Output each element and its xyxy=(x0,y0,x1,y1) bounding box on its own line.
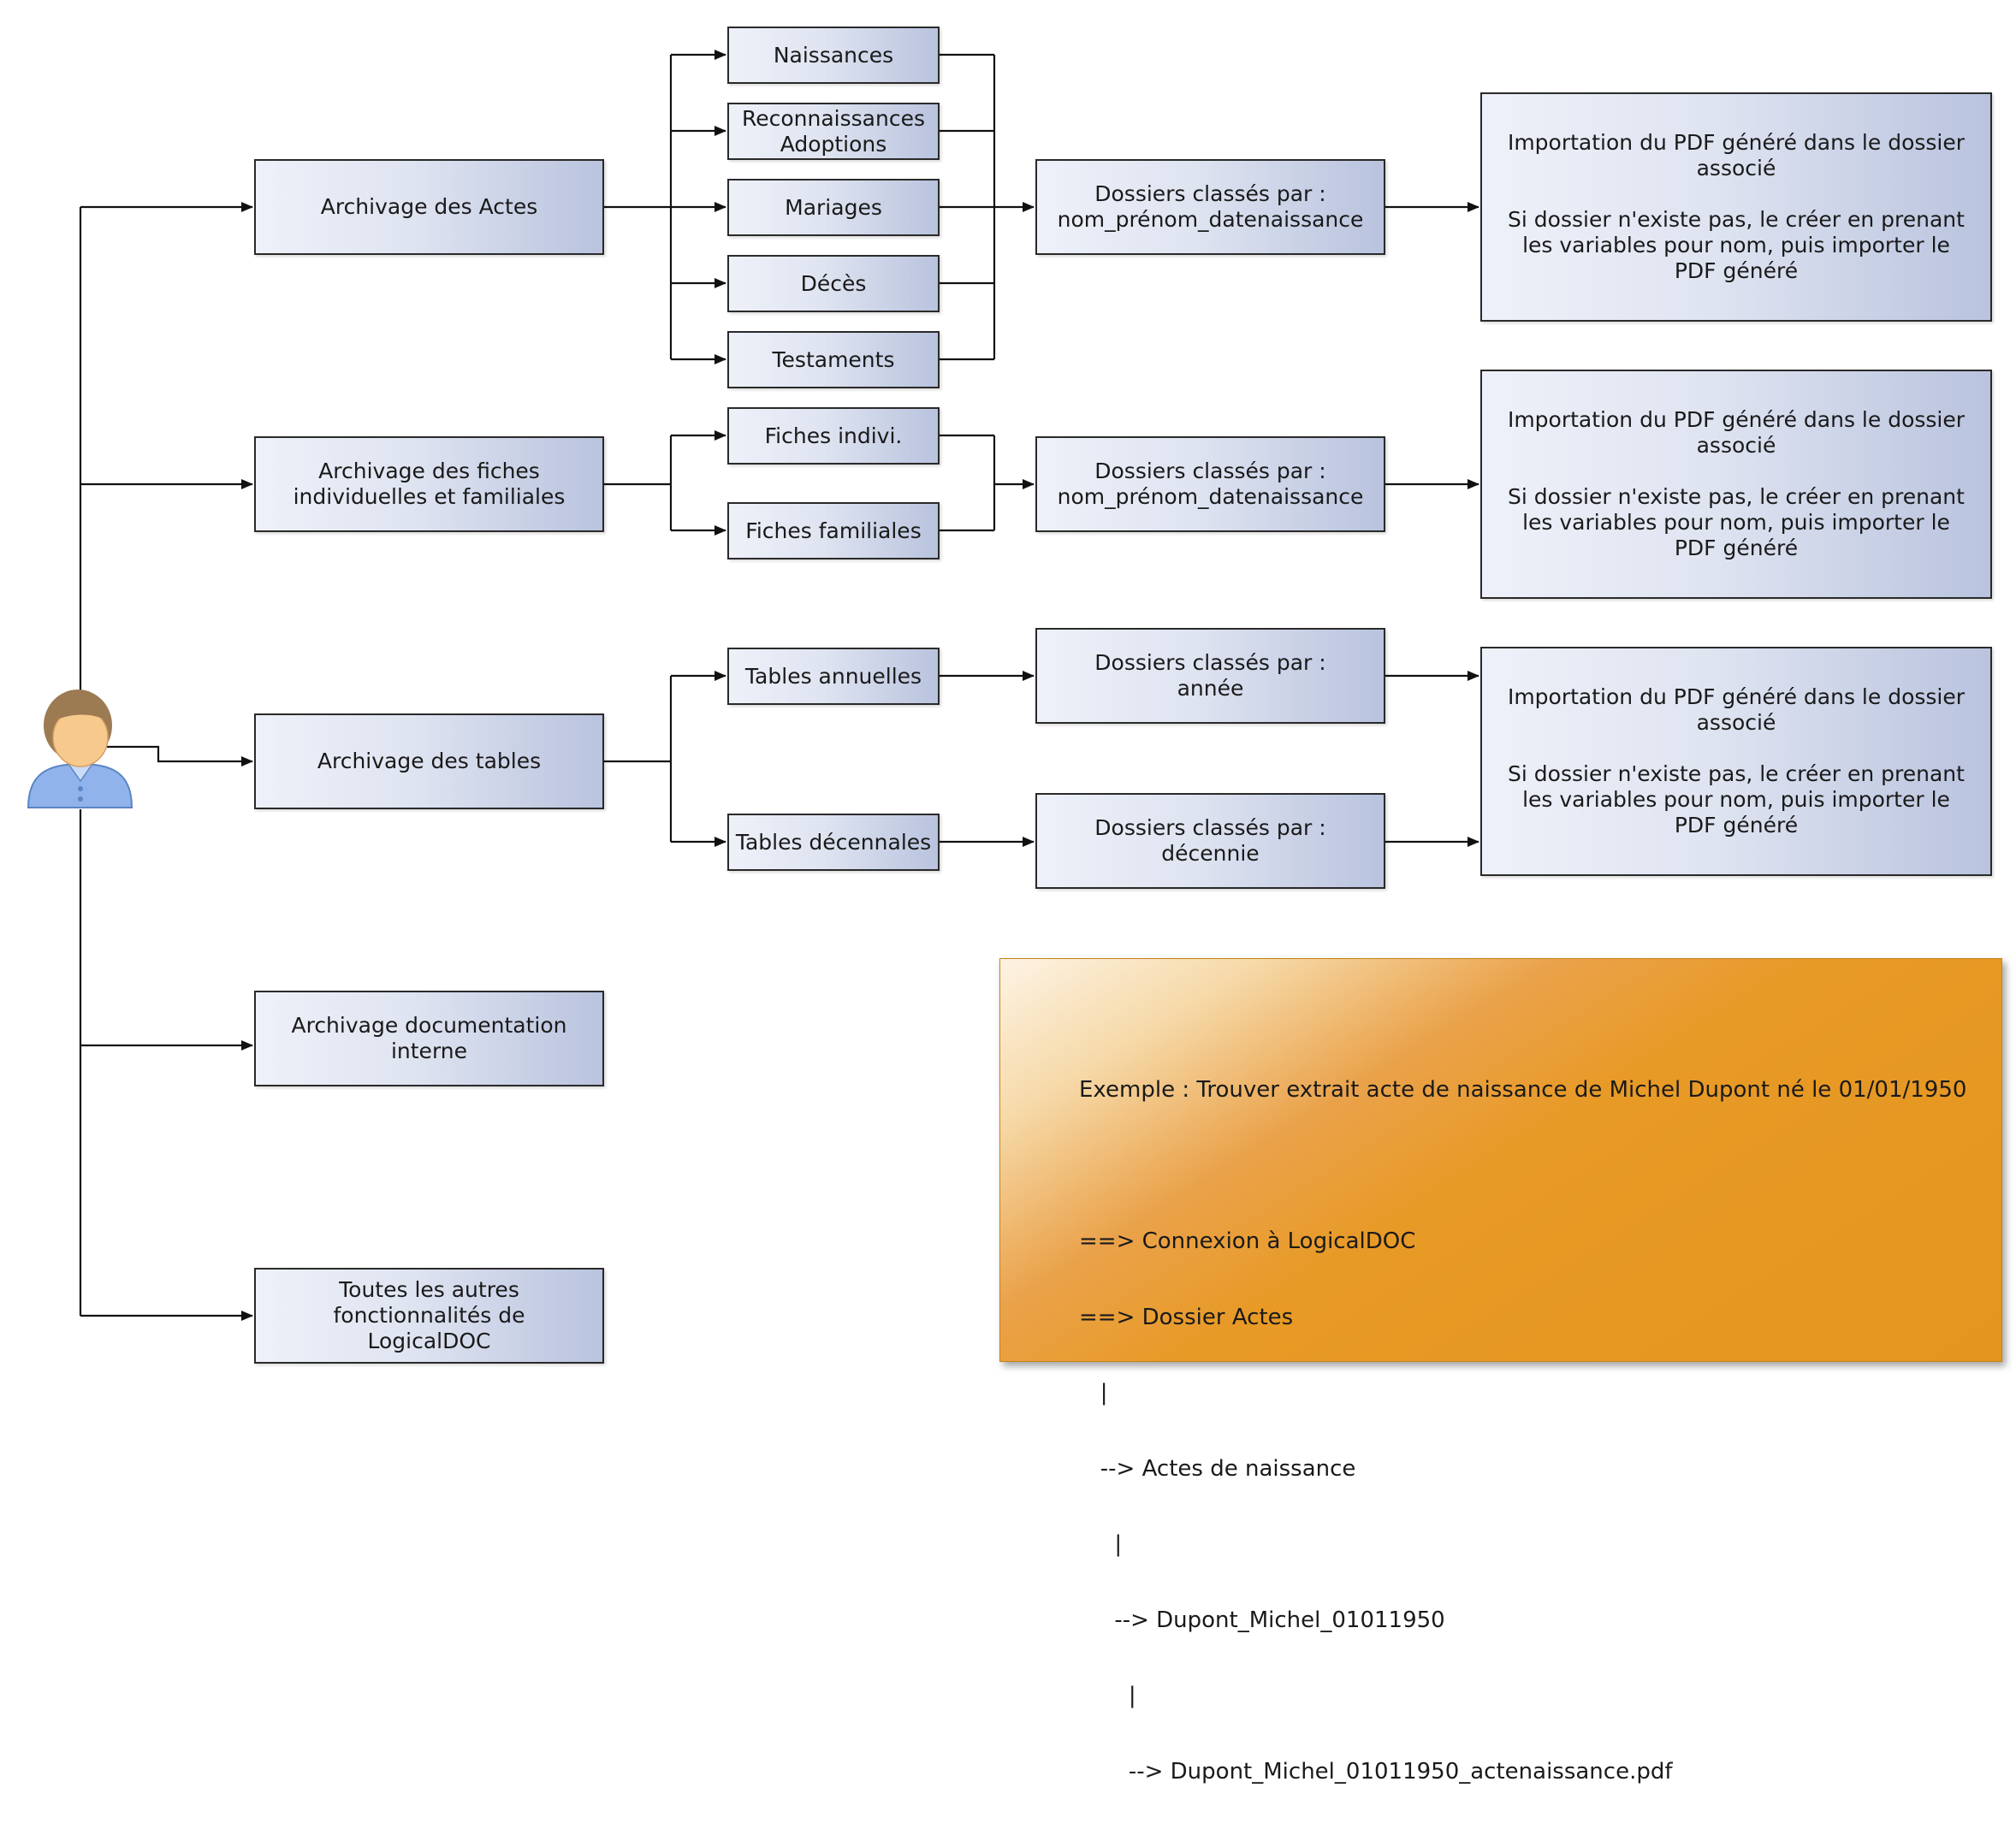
folder-tables-annuelles: Dossiers classés par : année xyxy=(1035,628,1385,724)
type-testaments: Testaments xyxy=(727,331,940,388)
type-mariages: Mariages xyxy=(727,179,940,236)
category-tables: Archivage des tables xyxy=(254,713,604,809)
folder-actes: Dossiers classés par : nom_prénom_datena… xyxy=(1035,159,1385,255)
type-tables-annuelles: Tables annuelles xyxy=(727,648,940,705)
note-line: | xyxy=(1079,1380,1108,1406)
note-line: | xyxy=(1079,1683,1136,1708)
example-note: Exemple : Trouver extrait acte de naissa… xyxy=(999,958,2002,1784)
category-documentation: Archivage documentation interne xyxy=(254,991,604,1086)
category-actes: Archivage des Actes xyxy=(254,159,604,255)
import-actes: Importation du PDF généré dans le dossie… xyxy=(1480,92,1992,322)
folder-tables-decennales: Dossiers classés par : décennie xyxy=(1035,793,1385,889)
note-line: | xyxy=(1079,1531,1123,1557)
category-autres: Toutes les autres fonctionnalités de Log… xyxy=(254,1268,604,1364)
example-note-text: Exemple : Trouver extrait acte de naissa… xyxy=(1079,1027,1966,1835)
type-deces: Décès xyxy=(727,255,940,312)
note-line: --> Dupont_Michel_01011950 xyxy=(1079,1607,1445,1633)
note-line: ==> Connexion à LogicalDOC xyxy=(1079,1228,1416,1254)
folder-fiches: Dossiers classés par : nom_prénom_datena… xyxy=(1035,436,1385,532)
type-fiches-indivi: Fiches indivi. xyxy=(727,407,940,465)
note-line xyxy=(1079,1154,1966,1180)
type-naissances: Naissances xyxy=(727,27,940,84)
note-line: --> Dupont_Michel_01011950_actenaissance… xyxy=(1079,1758,1673,1785)
import-tables: Importation du PDF généré dans le dossie… xyxy=(1480,647,1992,876)
note-line: --> Actes de naissance xyxy=(1079,1455,1356,1482)
note-line: ==> Dossier Actes xyxy=(1079,1304,1294,1330)
flow-diagram: Archivage des Actes Archivage des fiches… xyxy=(27,27,2002,1784)
type-fiches-familiales: Fiches familiales xyxy=(727,502,940,559)
import-fiches: Importation du PDF généré dans le dossie… xyxy=(1480,370,1992,599)
type-tables-decennales: Tables décennales xyxy=(727,814,940,871)
connector-lines xyxy=(27,50,1479,1321)
category-fiches: Archivage des fiches individuelles et fa… xyxy=(254,436,604,532)
user-icon xyxy=(27,690,133,808)
type-reconnaissances-adoptions: Reconnaissances Adoptions xyxy=(727,103,940,160)
note-line: Exemple : Trouver extrait acte de naissa… xyxy=(1079,1077,1967,1103)
